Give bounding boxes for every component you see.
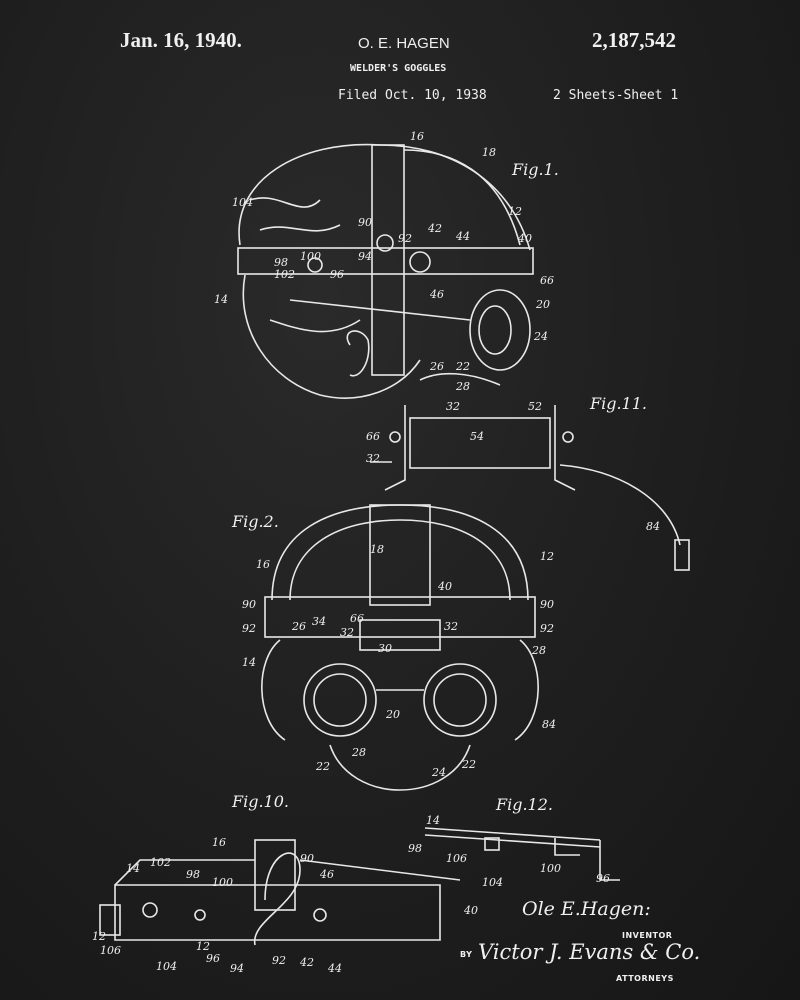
fig12-label: Fig.12. xyxy=(496,795,553,814)
ref-numeral: 24 xyxy=(534,330,548,343)
ref-numeral: 100 xyxy=(300,250,321,263)
ref-numeral: 92 xyxy=(398,232,412,245)
ref-numeral: 16 xyxy=(410,130,424,143)
ref-numeral: 40 xyxy=(518,232,532,245)
ref-numeral: 34 xyxy=(312,615,326,628)
ref-numeral: 14 xyxy=(242,656,256,669)
ref-numeral: 106 xyxy=(100,944,121,957)
ref-numeral: 20 xyxy=(536,298,550,311)
ref-numeral: 98 xyxy=(186,868,200,881)
fig2-label: Fig.2. xyxy=(232,512,279,531)
ref-numeral: 12 xyxy=(508,205,522,218)
ref-numeral: 12 xyxy=(92,930,106,943)
inventor-signature: Ole E.Hagen: xyxy=(522,898,651,920)
attorneys-signature: Victor J. Evans & Co. xyxy=(478,940,701,964)
fig11-label: Fig.11. xyxy=(590,394,647,413)
ref-numeral: 102 xyxy=(150,856,171,869)
ref-numeral: 96 xyxy=(596,872,610,885)
sheet-count: 2 Sheets-Sheet 1 xyxy=(553,88,679,103)
patent-title: WELDER'S GOGGLES xyxy=(350,63,447,74)
ref-numeral: 90 xyxy=(300,852,314,865)
attorneys-caption: ATTORNEYS xyxy=(616,974,674,983)
patent-date: Jan. 16, 1940. xyxy=(120,28,242,52)
ref-numeral: 12 xyxy=(540,550,554,563)
ref-numeral: 24 xyxy=(432,766,446,779)
fig2-drawing xyxy=(261,504,539,791)
patent-number: 2,187,542 xyxy=(592,28,676,52)
ref-numeral: 100 xyxy=(540,862,561,875)
fig1-label: Fig.1. xyxy=(512,160,559,179)
ref-numeral: 32 xyxy=(366,452,380,465)
ref-numeral: 66 xyxy=(366,430,380,443)
ref-numeral: 32 xyxy=(444,620,458,633)
ref-numeral: 14 xyxy=(426,814,440,827)
filed-date: Filed Oct. 10, 1938 xyxy=(338,88,487,103)
ref-numeral: 90 xyxy=(540,598,554,611)
ref-numeral: 22 xyxy=(456,360,470,373)
ref-numeral: 46 xyxy=(320,868,334,881)
inventor-header: O. E. HAGEN xyxy=(358,35,450,52)
fig10-label: Fig.10. xyxy=(232,792,289,811)
fig10-drawing xyxy=(99,839,461,946)
ref-numeral: 16 xyxy=(212,836,226,849)
ref-numeral: 28 xyxy=(532,644,546,657)
ref-numeral: 54 xyxy=(470,430,484,443)
ref-numeral: 14 xyxy=(214,293,228,306)
ref-numeral: 30 xyxy=(378,642,392,655)
ref-numeral: 84 xyxy=(542,718,556,731)
fig1-drawing xyxy=(237,143,534,399)
ref-numeral: 98 xyxy=(408,842,422,855)
ref-numeral: 40 xyxy=(438,580,452,593)
ref-numeral: 14 xyxy=(126,862,140,875)
by-label: BY xyxy=(460,950,473,959)
inventor-caption: INVENTOR xyxy=(622,931,673,940)
ref-numeral: 42 xyxy=(300,956,314,969)
fig12-drawing xyxy=(424,827,620,881)
ref-numeral: 66 xyxy=(350,612,364,625)
ref-numeral: 52 xyxy=(528,400,542,413)
ref-numeral: 12 xyxy=(196,940,210,953)
ref-numeral: 94 xyxy=(230,962,244,975)
ref-numeral: 44 xyxy=(456,230,470,243)
ref-numeral: 104 xyxy=(232,196,253,209)
ref-numeral: 32 xyxy=(446,400,460,413)
ref-numeral: 22 xyxy=(316,760,330,773)
ref-numeral: 96 xyxy=(206,952,220,965)
ref-numeral: 94 xyxy=(358,250,372,263)
ref-numeral: 90 xyxy=(242,598,256,611)
ref-numeral: 104 xyxy=(156,960,177,973)
ref-numeral: 28 xyxy=(352,746,366,759)
ref-numeral: 100 xyxy=(212,876,233,889)
ref-numeral: 32 xyxy=(340,626,354,639)
fig11-drawing xyxy=(370,405,690,571)
ref-numeral: 66 xyxy=(540,274,554,287)
ref-numeral: 106 xyxy=(446,852,467,865)
ref-numeral: 98 xyxy=(274,256,288,269)
ref-numeral: 22 xyxy=(462,758,476,771)
ref-numeral: 104 xyxy=(482,876,503,889)
ref-numeral: 92 xyxy=(242,622,256,635)
ref-numeral: 46 xyxy=(430,288,444,301)
ref-numeral: 90 xyxy=(358,216,372,229)
ref-numeral: 18 xyxy=(482,146,496,159)
ref-numeral: 42 xyxy=(428,222,442,235)
ref-numeral: 18 xyxy=(370,543,384,556)
ref-numeral: 26 xyxy=(292,620,306,633)
ref-numeral: 84 xyxy=(646,520,660,533)
ref-numeral: 26 xyxy=(430,360,444,373)
ref-numeral: 20 xyxy=(386,708,400,721)
ref-numeral: 40 xyxy=(464,904,478,917)
ref-numeral: 16 xyxy=(256,558,270,571)
ref-numeral: 44 xyxy=(328,962,342,975)
ref-numeral: 28 xyxy=(456,380,470,393)
ref-numeral: 102 xyxy=(274,268,295,281)
ref-numeral: 92 xyxy=(272,954,286,967)
ref-numeral: 92 xyxy=(540,622,554,635)
ref-numeral: 96 xyxy=(330,268,344,281)
